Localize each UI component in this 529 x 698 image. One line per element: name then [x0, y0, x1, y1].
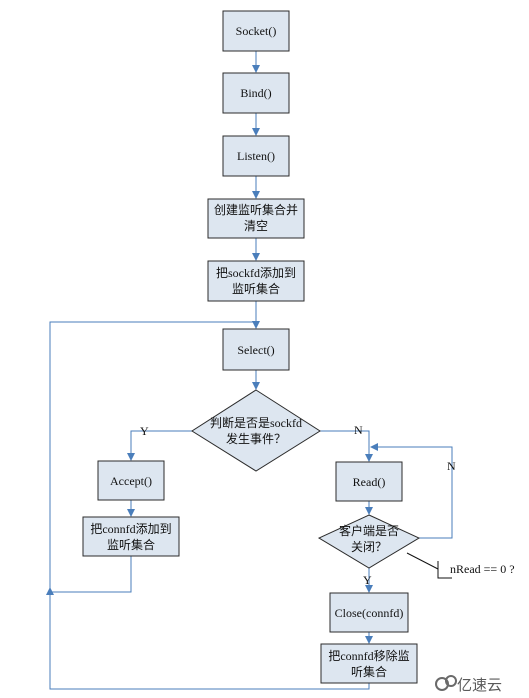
listen-label: Listen(): [237, 149, 275, 163]
read-box: [335, 461, 403, 502]
annotation-bracket: [437, 561, 452, 579]
decision-shapes: [191, 389, 421, 569]
decision-closed-label-line1: 客户端是否: [339, 523, 399, 538]
add-connfd-box: [82, 516, 180, 557]
edge-labels: Y N N Y: [140, 423, 456, 587]
add-connfd-label-line2: 监听集合: [107, 537, 155, 552]
read-label: Read(): [353, 475, 386, 489]
process-boxes: [82, 10, 418, 684]
edge-loop-bottom: [46, 587, 370, 690]
bind-box: [222, 72, 290, 114]
decision-event-diamond: [191, 389, 321, 472]
edge-label-yes-down: Y: [363, 573, 372, 587]
add-sockfd-label-line1: 把sockfd添加到: [216, 266, 296, 280]
edge-closed-no-loop: [370, 443, 453, 539]
edge-decision-no: [320, 430, 373, 462]
edge-label-no-right: N: [354, 423, 363, 437]
connectors: [46, 51, 453, 690]
create-set-label-line2: 清空: [244, 219, 268, 233]
decision-closed-label-line2: 关闭？: [351, 540, 387, 554]
decision-event-label-line1: 判断是否是sockfd: [210, 415, 302, 430]
add-sockfd-box: [207, 260, 305, 302]
close-label: Close(connfd): [335, 606, 404, 620]
accept-label: Accept(): [110, 474, 152, 488]
watermark-logo-icon: [435, 675, 457, 691]
annotation-callout: [406, 552, 452, 579]
annotation-text: nRead == 0 ?: [450, 562, 515, 576]
create-set-label-line1: 创建监听集合并: [214, 202, 298, 217]
select-label: Select(): [237, 343, 274, 357]
listen-box: [222, 135, 290, 177]
remove-connfd-label-line2: 听集合: [351, 664, 387, 679]
bind-label: Bind(): [240, 86, 271, 100]
node-labels: Socket() Bind() Listen() 创建监听集合并 清空 把soc…: [90, 24, 409, 679]
create-set-box: [207, 198, 305, 239]
accept-box: [97, 460, 165, 501]
close-box: [329, 592, 409, 633]
add-sockfd-label-line2: 监听集合: [232, 281, 280, 296]
socket-label: Socket(): [236, 24, 277, 38]
select-box: [222, 328, 290, 371]
add-connfd-label-line1: 把connfd添加到: [90, 522, 171, 536]
annotation-leader: [406, 552, 439, 570]
watermark: 亿速云: [435, 675, 502, 694]
remove-connfd-box: [320, 643, 418, 684]
edge-label-yes-left: Y: [140, 424, 149, 438]
remove-connfd-label-line1: 把connfd移除监: [328, 648, 409, 663]
watermark-text: 亿速云: [457, 676, 502, 694]
socket-box: [222, 10, 290, 52]
decision-event-label-line2: 发生事件？: [226, 431, 286, 446]
edge-label-no-loop: N: [447, 459, 456, 473]
edge-decision-yes: [127, 430, 192, 461]
decision-closed-diamond: [317, 514, 421, 569]
